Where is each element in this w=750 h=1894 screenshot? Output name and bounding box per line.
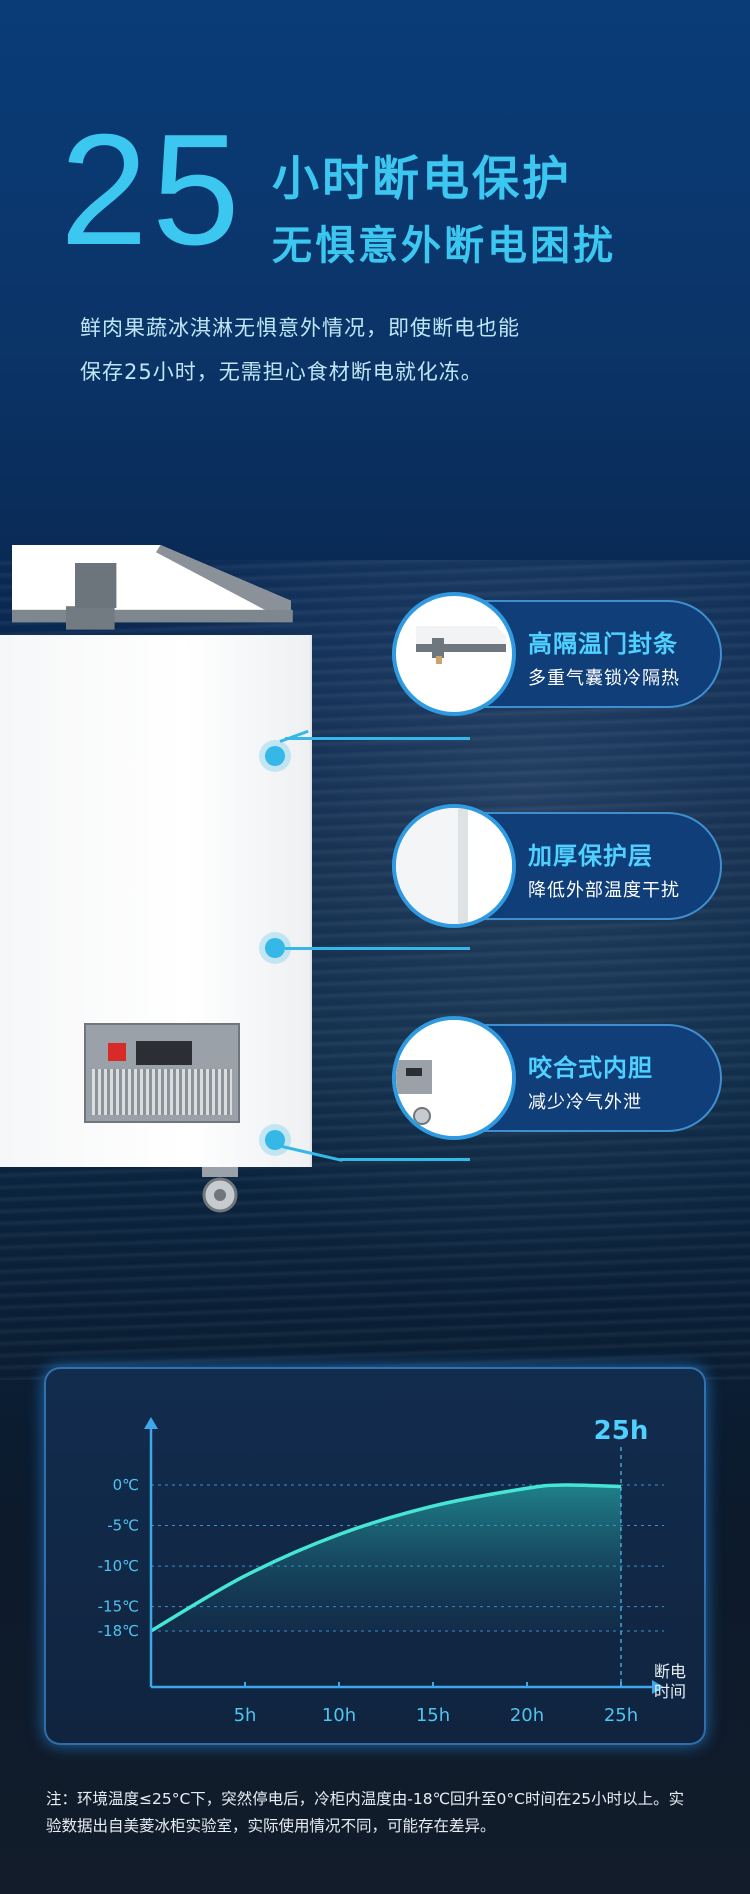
callout-dot-1 — [265, 746, 285, 766]
feature-pill-insulation: 加厚保护层 降低外部温度干扰 — [392, 804, 722, 928]
feature-subtitle: 减少冷气外泄 — [528, 1092, 642, 1113]
hero-description: 鲜肉果蔬冰淇淋无惧意外情况，即使断电也能 保存25小时，无需担心食材断电就化冻。 — [80, 306, 680, 394]
insulation-layer-detail-icon — [392, 804, 516, 928]
temperature-line — [150, 1483, 622, 1633]
feature-subtitle: 多重气囊锁冷隔热 — [528, 668, 680, 689]
caster-wheel-icon — [202, 1167, 238, 1213]
x-tick-label: 25h — [604, 1705, 638, 1726]
control-vent-panel — [84, 1023, 240, 1123]
y-tick-label: -18℃ — [98, 1622, 139, 1640]
callout-line-1 — [285, 737, 470, 740]
power-indicator-icon — [108, 1043, 126, 1061]
callout-dot-3 — [265, 1130, 285, 1150]
footnote: 注：环境温度≤25°C下，突然停电后，冷柜内温度由-18℃回升至0°C时间在25… — [46, 1786, 716, 1840]
x-tick-label: 20h — [510, 1705, 544, 1726]
vent-grill — [92, 1069, 232, 1115]
hero-title-line2: 无惧意外断电困扰 — [272, 223, 616, 269]
display-panel-icon — [136, 1041, 192, 1065]
y-tick-label: 0℃ — [113, 1476, 139, 1494]
x-axis-label: 断电 — [654, 1662, 686, 1681]
freezer-illustration — [0, 545, 320, 1225]
feature-title: 加厚保护层 — [528, 842, 653, 870]
x-axis-label-line2: 时间 — [654, 1682, 686, 1701]
feature-subtitle: 降低外部温度干扰 — [528, 880, 680, 901]
x-tick-label: 10h — [322, 1705, 356, 1726]
door-seal-detail-icon — [392, 592, 516, 716]
callout-line-3 — [340, 1158, 470, 1161]
y-axis-arrow-icon — [144, 1417, 158, 1429]
end-annotation: 25h — [594, 1416, 649, 1446]
desc-line2: 保存25小时，无需担心食材断电就化冻。 — [80, 360, 483, 384]
inner-liner-detail-icon — [392, 1016, 516, 1140]
y-tick-label: -5℃ — [107, 1517, 139, 1535]
feature-pill-door-seal: 高隔温门封条 多重气囊锁冷隔热 — [392, 592, 722, 716]
hero-title-line1: 小时断电保护 — [272, 152, 572, 207]
callout-dot-2 — [265, 938, 285, 958]
desc-line1: 鲜肉果蔬冰淇淋无惧意外情况，即使断电也能 — [80, 316, 520, 340]
feature-pill-inner-liner: 咬合式内胆 减少冷气外泄 — [392, 1016, 722, 1140]
freezer-lid — [12, 545, 293, 630]
feature-title: 咬合式内胆 — [528, 1054, 653, 1082]
hero-number: 25 — [60, 102, 244, 278]
footnote-line2: 验数据出自美菱冰柜实验室，实际使用情况不同，可能存在差异。 — [46, 1817, 496, 1835]
y-tick-label: -10℃ — [98, 1557, 139, 1575]
x-axis-arrow-icon — [652, 1680, 664, 1694]
y-tick-label: -15℃ — [98, 1598, 139, 1616]
x-tick-label: 15h — [416, 1705, 450, 1726]
feature-title: 高隔温门封条 — [528, 630, 678, 658]
temperature-area-fill — [151, 1484, 621, 1631]
x-tick-label: 5h — [234, 1705, 257, 1726]
callout-line-2 — [285, 947, 470, 950]
footnote-line1: 注：环境温度≤25°C下，突然停电后，冷柜内温度由-18℃回升至0°C时间在25… — [46, 1790, 685, 1808]
